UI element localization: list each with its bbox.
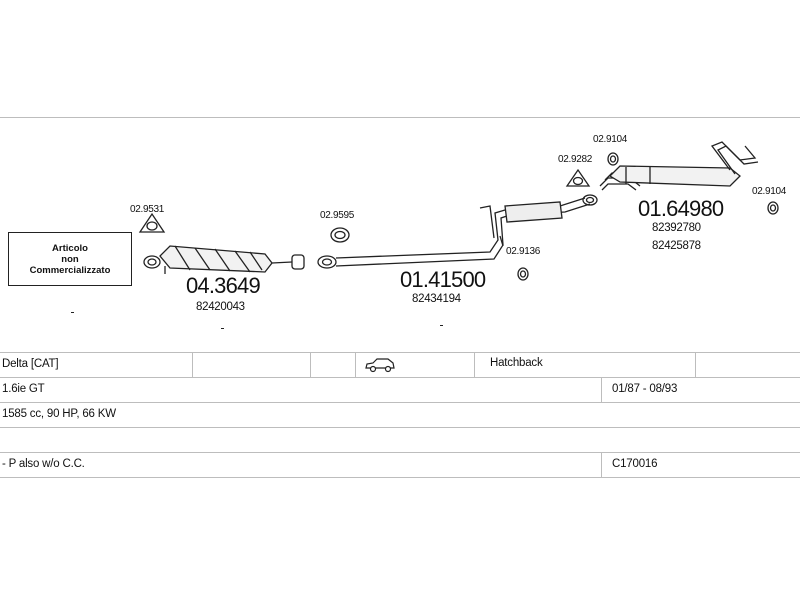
- body-type: Hatchback: [490, 357, 543, 369]
- not-sold-box: Articolo non Commercializzato: [8, 232, 132, 286]
- car-hatchback-icon: [364, 353, 396, 377]
- table-bottom-rule: [0, 477, 800, 478]
- flange-icon: [143, 255, 161, 269]
- table-row: 1585 cc, 90 HP, 66 KW: [0, 402, 800, 427]
- flange-icon: [582, 194, 598, 206]
- part-code-catalytic-converter[interactable]: 04.3649: [186, 273, 261, 298]
- rear-silencer-icon: [599, 141, 759, 191]
- part-code-gasket-2[interactable]: 02.9595: [320, 210, 355, 221]
- vehicle-model: Delta [CAT]: [2, 358, 59, 370]
- part-code-hanger-1[interactable]: 02.9136: [506, 246, 541, 257]
- vehicle-ref: C170016: [612, 458, 658, 470]
- part-code-hanger-2[interactable]: 02.9104: [593, 134, 628, 145]
- vehicle-note: - P also w/o C.C.: [2, 458, 85, 470]
- exhaust-drawing: [71, 141, 779, 329]
- catalytic-converter-icon: [159, 245, 305, 274]
- middle-pipe-icon: [335, 197, 591, 267]
- vehicle-years: 01/87 - 08/93: [612, 383, 678, 395]
- gasket-icon: [565, 168, 591, 187]
- not-sold-line1: Articolo: [52, 242, 88, 254]
- oem-code-middle-pipe: 82434194: [412, 293, 461, 305]
- hanger-icon: [607, 152, 619, 166]
- table-row: - P also w/o C.C. C170016: [0, 452, 800, 477]
- exhaust-diagram: Articolo non Commercializzato 02.9531 04…: [0, 118, 800, 350]
- ring-gasket-icon: [330, 227, 350, 243]
- flange-icon: [317, 255, 337, 269]
- table-row: 1.6ie GT 01/87 - 08/93: [0, 377, 800, 402]
- part-code-rear-silencer[interactable]: 01.64980: [638, 196, 724, 221]
- gasket-icon: [138, 212, 166, 233]
- oem-code-catalytic-converter: 82420043: [196, 301, 245, 313]
- vehicle-specs: 1585 cc, 90 HP, 66 KW: [2, 408, 116, 420]
- vehicle-engine: 1.6ie GT: [2, 383, 45, 395]
- vehicle-info-table: Delta [CAT] Hatchback 1.6ie GT 01/87 - 0…: [0, 352, 800, 478]
- part-code-hanger-3[interactable]: 02.9104: [752, 186, 787, 197]
- not-sold-line2: non: [61, 253, 79, 265]
- oem-code-rear-silencer-1: 82392780: [652, 222, 701, 234]
- oem-code-rear-silencer-2: 82425878: [652, 240, 701, 252]
- part-code-gasket-3[interactable]: 02.9282: [558, 154, 593, 165]
- top-divider: [0, 117, 800, 118]
- part-code-middle-pipe[interactable]: 01.41500: [400, 267, 486, 292]
- table-row: [0, 427, 800, 452]
- not-sold-line3: Commercializzato: [29, 264, 111, 276]
- table-row: Delta [CAT] Hatchback: [0, 352, 800, 377]
- hanger-icon: [767, 201, 779, 215]
- hanger-icon: [499, 235, 529, 281]
- part-code-gasket-1[interactable]: 02.9531: [130, 204, 165, 215]
